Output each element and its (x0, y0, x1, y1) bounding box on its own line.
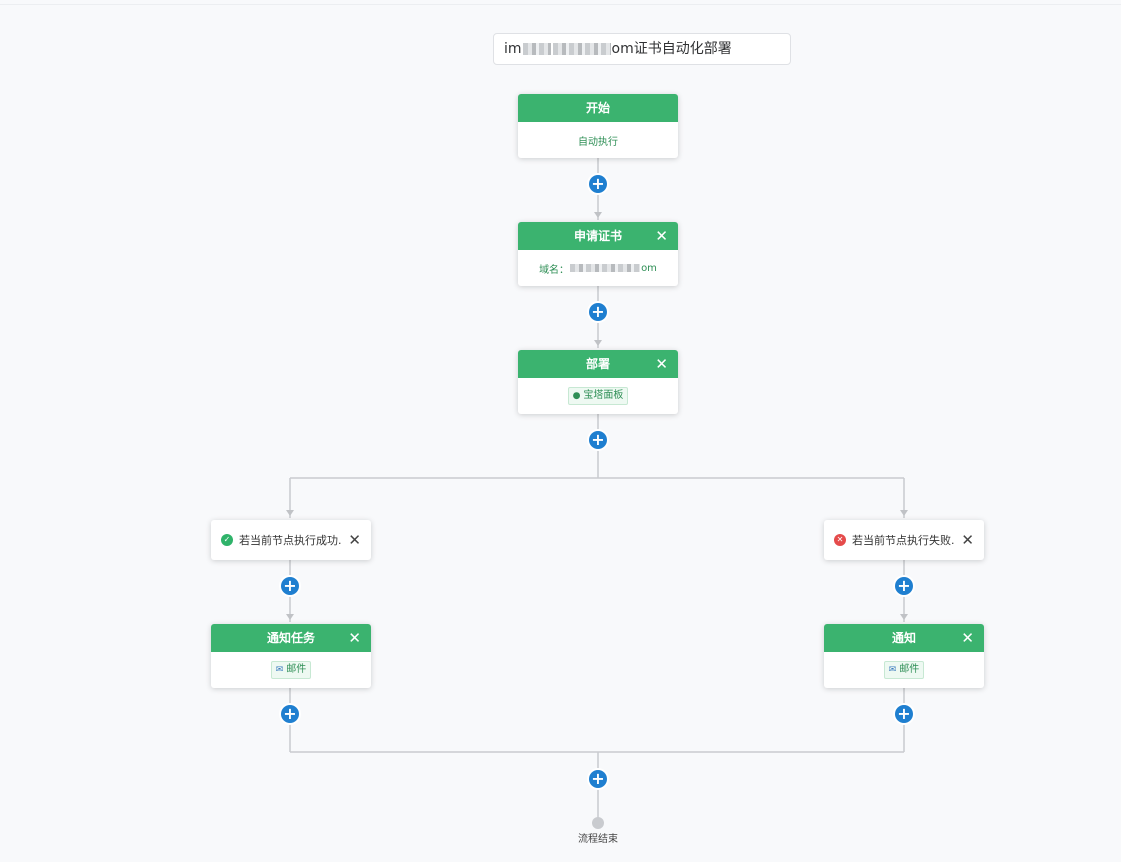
start-node-header: 开始 (518, 94, 678, 122)
workflow-title-input[interactable]: im om证书自动化部署 (493, 33, 791, 65)
add-node-button[interactable]: + (589, 770, 607, 788)
redacted-mosaic (570, 264, 641, 272)
add-branch-button[interactable]: + (589, 431, 607, 449)
apply-cert-node-body: 域名： om (518, 250, 678, 286)
channel-tag: ✉ 邮件 (270, 661, 312, 679)
notify-node-title: 通知 (891, 631, 916, 645)
close-icon[interactable]: ✕ (655, 227, 668, 245)
title-suffix: om证书自动化部署 (611, 41, 732, 57)
notify-node-header: 通知 ✕ (824, 624, 984, 652)
notify-task-node[interactable]: 通知任务 ✕ ✉ 邮件 (211, 624, 371, 688)
check-circle-icon: ✓ (221, 534, 233, 546)
notify-task-node-body: ✉ 邮件 (211, 652, 371, 688)
add-node-button[interactable]: + (589, 175, 607, 193)
redacted-mosaic (552, 43, 611, 55)
top-divider (0, 4, 1121, 5)
add-node-button[interactable]: + (281, 705, 299, 723)
domain-tail: om (641, 262, 657, 274)
close-icon[interactable]: ✕ (348, 629, 361, 647)
apply-cert-node[interactable]: 申请证书 ✕ 域名： om (518, 222, 678, 286)
deploy-node-header: 部署 ✕ (518, 350, 678, 378)
channel-tag-label: 邮件 (899, 664, 920, 675)
deploy-node[interactable]: 部署 ✕ ● 宝塔面板 (518, 350, 678, 414)
domain-label: 域名： (539, 264, 570, 276)
notify-node-body: ✉ 邮件 (824, 652, 984, 688)
error-circle-icon: ✕ (834, 534, 846, 546)
channel-tag-label: 邮件 (286, 664, 307, 675)
provider-tag: ● 宝塔面板 (567, 387, 629, 405)
apply-cert-node-title: 申请证书 (573, 229, 622, 243)
close-icon[interactable]: ✕ (961, 531, 974, 549)
title-prefix: im (504, 41, 522, 57)
add-node-button[interactable]: + (281, 577, 299, 595)
notify-node[interactable]: 通知 ✕ ✉ 邮件 (824, 624, 984, 688)
provider-tag-label: 宝塔面板 (583, 390, 624, 401)
close-icon[interactable]: ✕ (655, 355, 668, 373)
start-node-body: 自动执行 (518, 122, 678, 158)
close-icon[interactable]: ✕ (348, 531, 361, 549)
deploy-node-body: ● 宝塔面板 (518, 378, 678, 414)
mail-icon: ✉ (888, 665, 897, 675)
failure-condition-text: 若当前节点执行失败. (852, 534, 955, 547)
add-node-button[interactable]: + (895, 577, 913, 595)
close-icon[interactable]: ✕ (961, 629, 974, 647)
mail-icon: ✉ (275, 665, 284, 675)
end-label: 流程结束 (578, 834, 618, 845)
notify-task-node-header: 通知任务 ✕ (211, 624, 371, 652)
start-node-title: 开始 (585, 101, 610, 115)
add-node-button[interactable]: + (895, 705, 913, 723)
end-node-dot (592, 817, 604, 829)
start-node-detail: 自动执行 (578, 136, 618, 148)
panel-icon: ● (572, 391, 581, 401)
add-node-button[interactable]: + (589, 303, 607, 321)
apply-cert-node-header: 申请证书 ✕ (518, 222, 678, 250)
deploy-node-title: 部署 (585, 357, 610, 371)
channel-tag: ✉ 邮件 (883, 661, 925, 679)
failure-condition[interactable]: ✕ 若当前节点执行失败. ✕ (824, 520, 984, 560)
start-node[interactable]: 开始 自动执行 (518, 94, 678, 158)
success-condition[interactable]: ✓ 若当前节点执行成功. ✕ (211, 520, 371, 560)
redacted-mosaic (522, 43, 551, 55)
success-condition-text: 若当前节点执行成功. (239, 534, 342, 547)
notify-task-node-title: 通知任务 (266, 631, 315, 645)
